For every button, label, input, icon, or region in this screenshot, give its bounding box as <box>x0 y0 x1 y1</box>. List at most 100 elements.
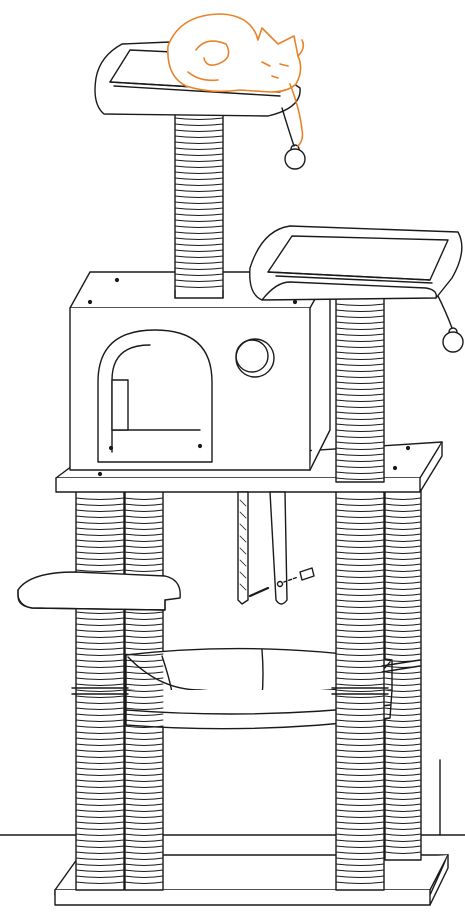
sisal-wrap-line <box>75 563 125 566</box>
sisal-wrap-line <box>75 785 125 788</box>
sisal-wrap-line <box>75 809 125 812</box>
sisal-wrap-line <box>335 617 385 620</box>
sisal-wrap-line <box>124 647 164 650</box>
sisal-wrap-line <box>335 767 385 770</box>
sisal-wrap-line <box>75 827 125 830</box>
sisal-wrap-line <box>75 779 125 782</box>
sisal-wrap-line <box>75 611 125 614</box>
sisal-wrap-line <box>384 503 422 506</box>
sisal-wrap-line <box>75 833 125 836</box>
left-side-step <box>17 571 181 611</box>
sisal-wrap-line <box>124 527 164 530</box>
sisal-wrap-line <box>335 695 385 698</box>
sisal-wrap-line <box>335 839 385 842</box>
sisal-wrap-line <box>335 761 385 764</box>
sisal-wrap-line <box>335 569 385 572</box>
sisal-wrap-line <box>335 339 385 342</box>
sisal-wrap-line <box>335 851 385 854</box>
sisal-wrap-line <box>75 767 125 770</box>
sisal-wrap-line <box>75 671 125 674</box>
sisal-wrap-line <box>124 815 164 818</box>
sisal-wrap-line <box>335 399 385 402</box>
sisal-wrap-line <box>124 845 164 848</box>
sisal-wrap-line <box>335 417 385 420</box>
sisal-wrap-line <box>124 809 164 812</box>
sisal-wrap-line <box>75 773 125 776</box>
sisal-wrap-line <box>384 497 422 500</box>
sisal-wrap-line <box>335 405 385 408</box>
sisal-wrap-line <box>75 653 125 656</box>
sisal-wrap-line <box>335 833 385 836</box>
sisal-wrap-line <box>124 797 164 800</box>
sisal-wrap-line <box>75 701 125 704</box>
sisal-wrap-line <box>384 539 422 542</box>
sisal-wrap-line <box>384 557 422 560</box>
sisal-wrap-line <box>174 219 224 222</box>
sisal-wrap-line <box>124 539 164 542</box>
sisal-wrap-line <box>174 273 224 276</box>
sisal-wrap-line <box>174 189 224 192</box>
sisal-wrap-line <box>335 719 385 722</box>
sisal-wrap-line <box>335 683 385 686</box>
sisal-wrap-line <box>124 779 164 782</box>
sisal-wrap-line <box>75 551 125 554</box>
sisal-wrap-line <box>384 665 422 668</box>
sisal-wrap-line <box>335 581 385 584</box>
sisal-wrap-line <box>124 743 164 746</box>
sisal-wrap-line <box>335 869 385 872</box>
sisal-wrap-line <box>124 803 164 806</box>
sisal-wrap-line <box>335 779 385 782</box>
sisal-wrap-line <box>174 237 224 240</box>
sisal-wrap-line <box>124 611 164 614</box>
sisal-wrap-line <box>124 503 164 506</box>
sisal-wrap-line <box>384 815 422 818</box>
sisal-wrap-line <box>124 821 164 824</box>
sisal-wrap-line <box>384 803 422 806</box>
sisal-wrap-line <box>335 393 385 396</box>
sisal-wrap-line <box>384 845 422 848</box>
sisal-wrap-line <box>384 617 422 620</box>
sisal-wrap-line <box>384 761 422 764</box>
sisal-wrap-line <box>75 707 125 710</box>
sisal-wrap-line <box>384 533 422 536</box>
sisal-wrap-line <box>75 875 125 878</box>
sisal-wrap-line <box>124 671 164 674</box>
sisal-wrap-line <box>335 441 385 444</box>
sisal-wrap-line <box>384 527 422 530</box>
sisal-wrap-line <box>335 635 385 638</box>
sisal-wrap-line <box>384 725 422 728</box>
sisal-wrap-line <box>124 665 164 668</box>
sisal-wrap-line <box>174 153 224 156</box>
sisal-wrap-line <box>384 563 422 566</box>
sisal-wrap-line <box>124 533 164 536</box>
hanging-toy-ball-right <box>437 295 464 353</box>
sisal-wrap-line <box>124 761 164 764</box>
sisal-wrap-line <box>174 123 224 126</box>
sisal-wrap-line <box>335 701 385 704</box>
sisal-wrap-line <box>384 827 422 830</box>
sisal-wrap-line <box>174 117 224 120</box>
sisal-wrap-line <box>75 695 125 698</box>
sisal-wrap-line <box>335 321 385 324</box>
sisal-wrap-line <box>335 725 385 728</box>
sisal-wrap-line <box>384 821 422 824</box>
sisal-wrap-line <box>335 551 385 554</box>
sisal-wrap-line <box>335 333 385 336</box>
sisal-wrap-line <box>384 587 422 590</box>
sisal-wrap-line <box>174 279 224 282</box>
sisal-wrap-line <box>384 797 422 800</box>
sisal-wrap-line <box>384 653 422 656</box>
sisal-wrap-line <box>335 611 385 614</box>
sisal-wrap-line <box>384 683 422 686</box>
sisal-wrap-line <box>75 503 125 506</box>
sisal-wrap-line <box>335 665 385 668</box>
sisal-wrap-line <box>124 737 164 740</box>
sisal-wrap-line <box>174 261 224 264</box>
sisal-wrap-line <box>335 375 385 378</box>
sisal-wrap-line <box>335 737 385 740</box>
sisal-wrap-line <box>335 809 385 812</box>
sisal-wrap-line <box>174 201 224 204</box>
sisal-wrap-line <box>75 545 125 548</box>
dangling-rope-strap <box>237 491 288 605</box>
